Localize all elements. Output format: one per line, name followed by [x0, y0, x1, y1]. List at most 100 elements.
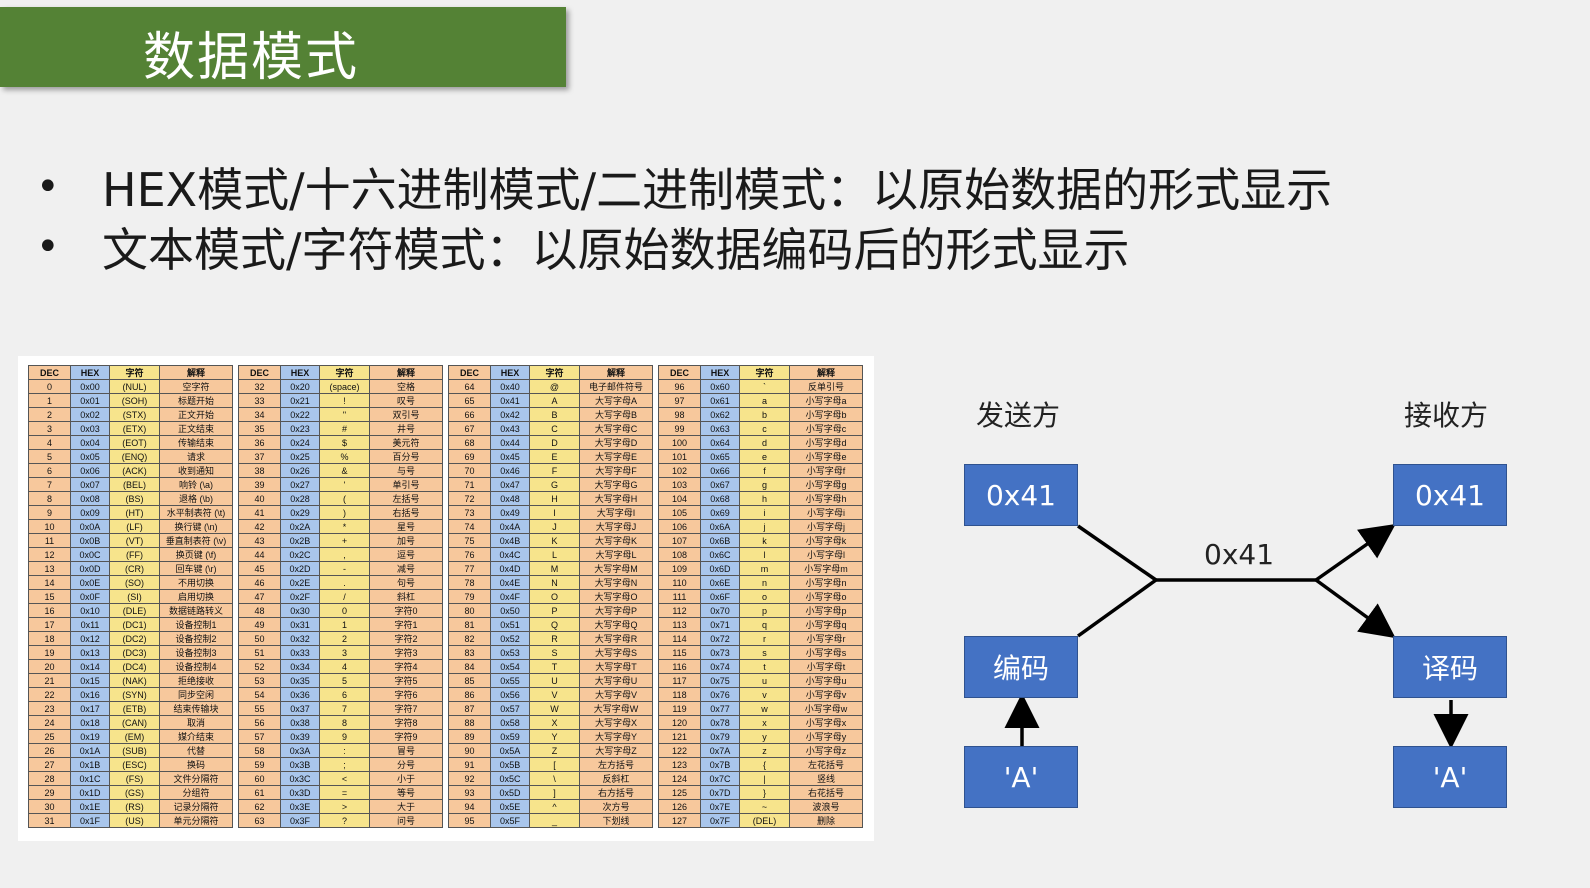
table-header-cell: DEC [448, 365, 491, 380]
table-cell: 0x5A [490, 743, 530, 758]
table-cell: 字符4 [369, 659, 443, 674]
table-cell: 1 [28, 393, 71, 408]
table-cell: 冒号 [369, 743, 443, 758]
table-cell: B [529, 407, 580, 422]
table-cell: ] [529, 785, 580, 800]
table-cell: 0x6A [700, 519, 740, 534]
table-cell: (EM) [109, 729, 160, 744]
table-cell: 0x2C [280, 547, 320, 562]
table-cell: 123 [658, 757, 701, 772]
table-cell: 22 [28, 687, 71, 702]
table-cell: 92 [448, 771, 491, 786]
table-cell: 字符3 [369, 645, 443, 660]
table-header-cell: 解释 [159, 365, 233, 380]
table-cell: 0x6F [700, 589, 740, 604]
table-cell: 0x6E [700, 575, 740, 590]
table-cell: 小写字母d [789, 435, 863, 450]
table-cell: 0x64 [700, 435, 740, 450]
table-cell: 0x4C [490, 547, 530, 562]
table-cell: 99 [658, 421, 701, 436]
table-cell: ^ [529, 799, 580, 814]
table-cell: 0x5B [490, 757, 530, 772]
table-cell: 0x45 [490, 449, 530, 464]
connector-encode-line [1076, 578, 1158, 638]
table-cell: 100 [658, 435, 701, 450]
table-cell: 大写字母A [579, 393, 653, 408]
table-cell: 0x4D [490, 561, 530, 576]
table-cell: 127 [658, 813, 701, 828]
table-cell: 105 [658, 505, 701, 520]
table-cell: 大写字母K [579, 533, 653, 548]
table-cell: 0x48 [490, 491, 530, 506]
table-cell: 0x44 [490, 435, 530, 450]
table-cell: 0x2B [280, 533, 320, 548]
table-cell: E [529, 449, 580, 464]
table-cell: 7 [28, 477, 71, 492]
table-cell: 叹号 [369, 393, 443, 408]
table-cell: 0x6D [700, 561, 740, 576]
table-cell: b [739, 407, 790, 422]
table-cell: 58 [238, 743, 281, 758]
input-char-box: 'A' [964, 746, 1078, 808]
table-cell: 0x00 [70, 379, 110, 394]
table-cell: K [529, 533, 580, 548]
table-cell: A [529, 393, 580, 408]
bullet-dot-icon: • [36, 164, 60, 210]
table-cell: 69 [448, 449, 491, 464]
table-cell: 0x25 [280, 449, 320, 464]
table-cell: 18 [28, 631, 71, 646]
table-cell: 0x52 [490, 631, 530, 646]
table-cell: 小写字母x [789, 715, 863, 730]
table-cell: 字符7 [369, 701, 443, 716]
table-cell: 7 [319, 701, 370, 716]
table-cell: 66 [448, 407, 491, 422]
table-cell: (SI) [109, 589, 160, 604]
bullet-item: • HEX模式/十六进制模式/二进制模式：以原始数据的形式显示 [36, 157, 1332, 217]
table-cell: 0x68 [700, 491, 740, 506]
table-cell: 108 [658, 547, 701, 562]
table-cell: 小写字母e [789, 449, 863, 464]
table-cell: 29 [28, 785, 71, 800]
table-cell: 104 [658, 491, 701, 506]
table-header-cell: HEX [490, 365, 530, 380]
table-cell: 0x40 [490, 379, 530, 394]
table-cell: 4 [28, 435, 71, 450]
table-cell: 0x0E [70, 575, 110, 590]
transmission-label: 0x41 [1204, 538, 1275, 571]
table-cell: 122 [658, 743, 701, 758]
table-cell: P [529, 603, 580, 618]
table-cell: 不用切换 [159, 575, 233, 590]
table-cell: " [319, 407, 370, 422]
table-cell: 16 [28, 603, 71, 618]
table-cell: 句号 [369, 575, 443, 590]
encoding-diagram: 发送方 接收方 0x41 0x41 0x41 编码 译码 'A' 'A' [940, 380, 1560, 840]
table-cell: 0x60 [700, 379, 740, 394]
table-cell: 记录分隔符 [159, 799, 233, 814]
table-cell: 0x2D [280, 561, 320, 576]
table-cell: Y [529, 729, 580, 744]
table-cell: : [319, 743, 370, 758]
table-header-cell: HEX [280, 365, 320, 380]
bullet-text-hex-mode: HEX模式/十六进制模式/二进制模式：以原始数据的形式显示 [102, 163, 1333, 217]
table-cell: 0x5C [490, 771, 530, 786]
table-cell: (NUL) [109, 379, 160, 394]
table-cell: (ESC) [109, 757, 160, 772]
table-cell: 小写字母j [789, 519, 863, 534]
table-cell: 21 [28, 673, 71, 688]
